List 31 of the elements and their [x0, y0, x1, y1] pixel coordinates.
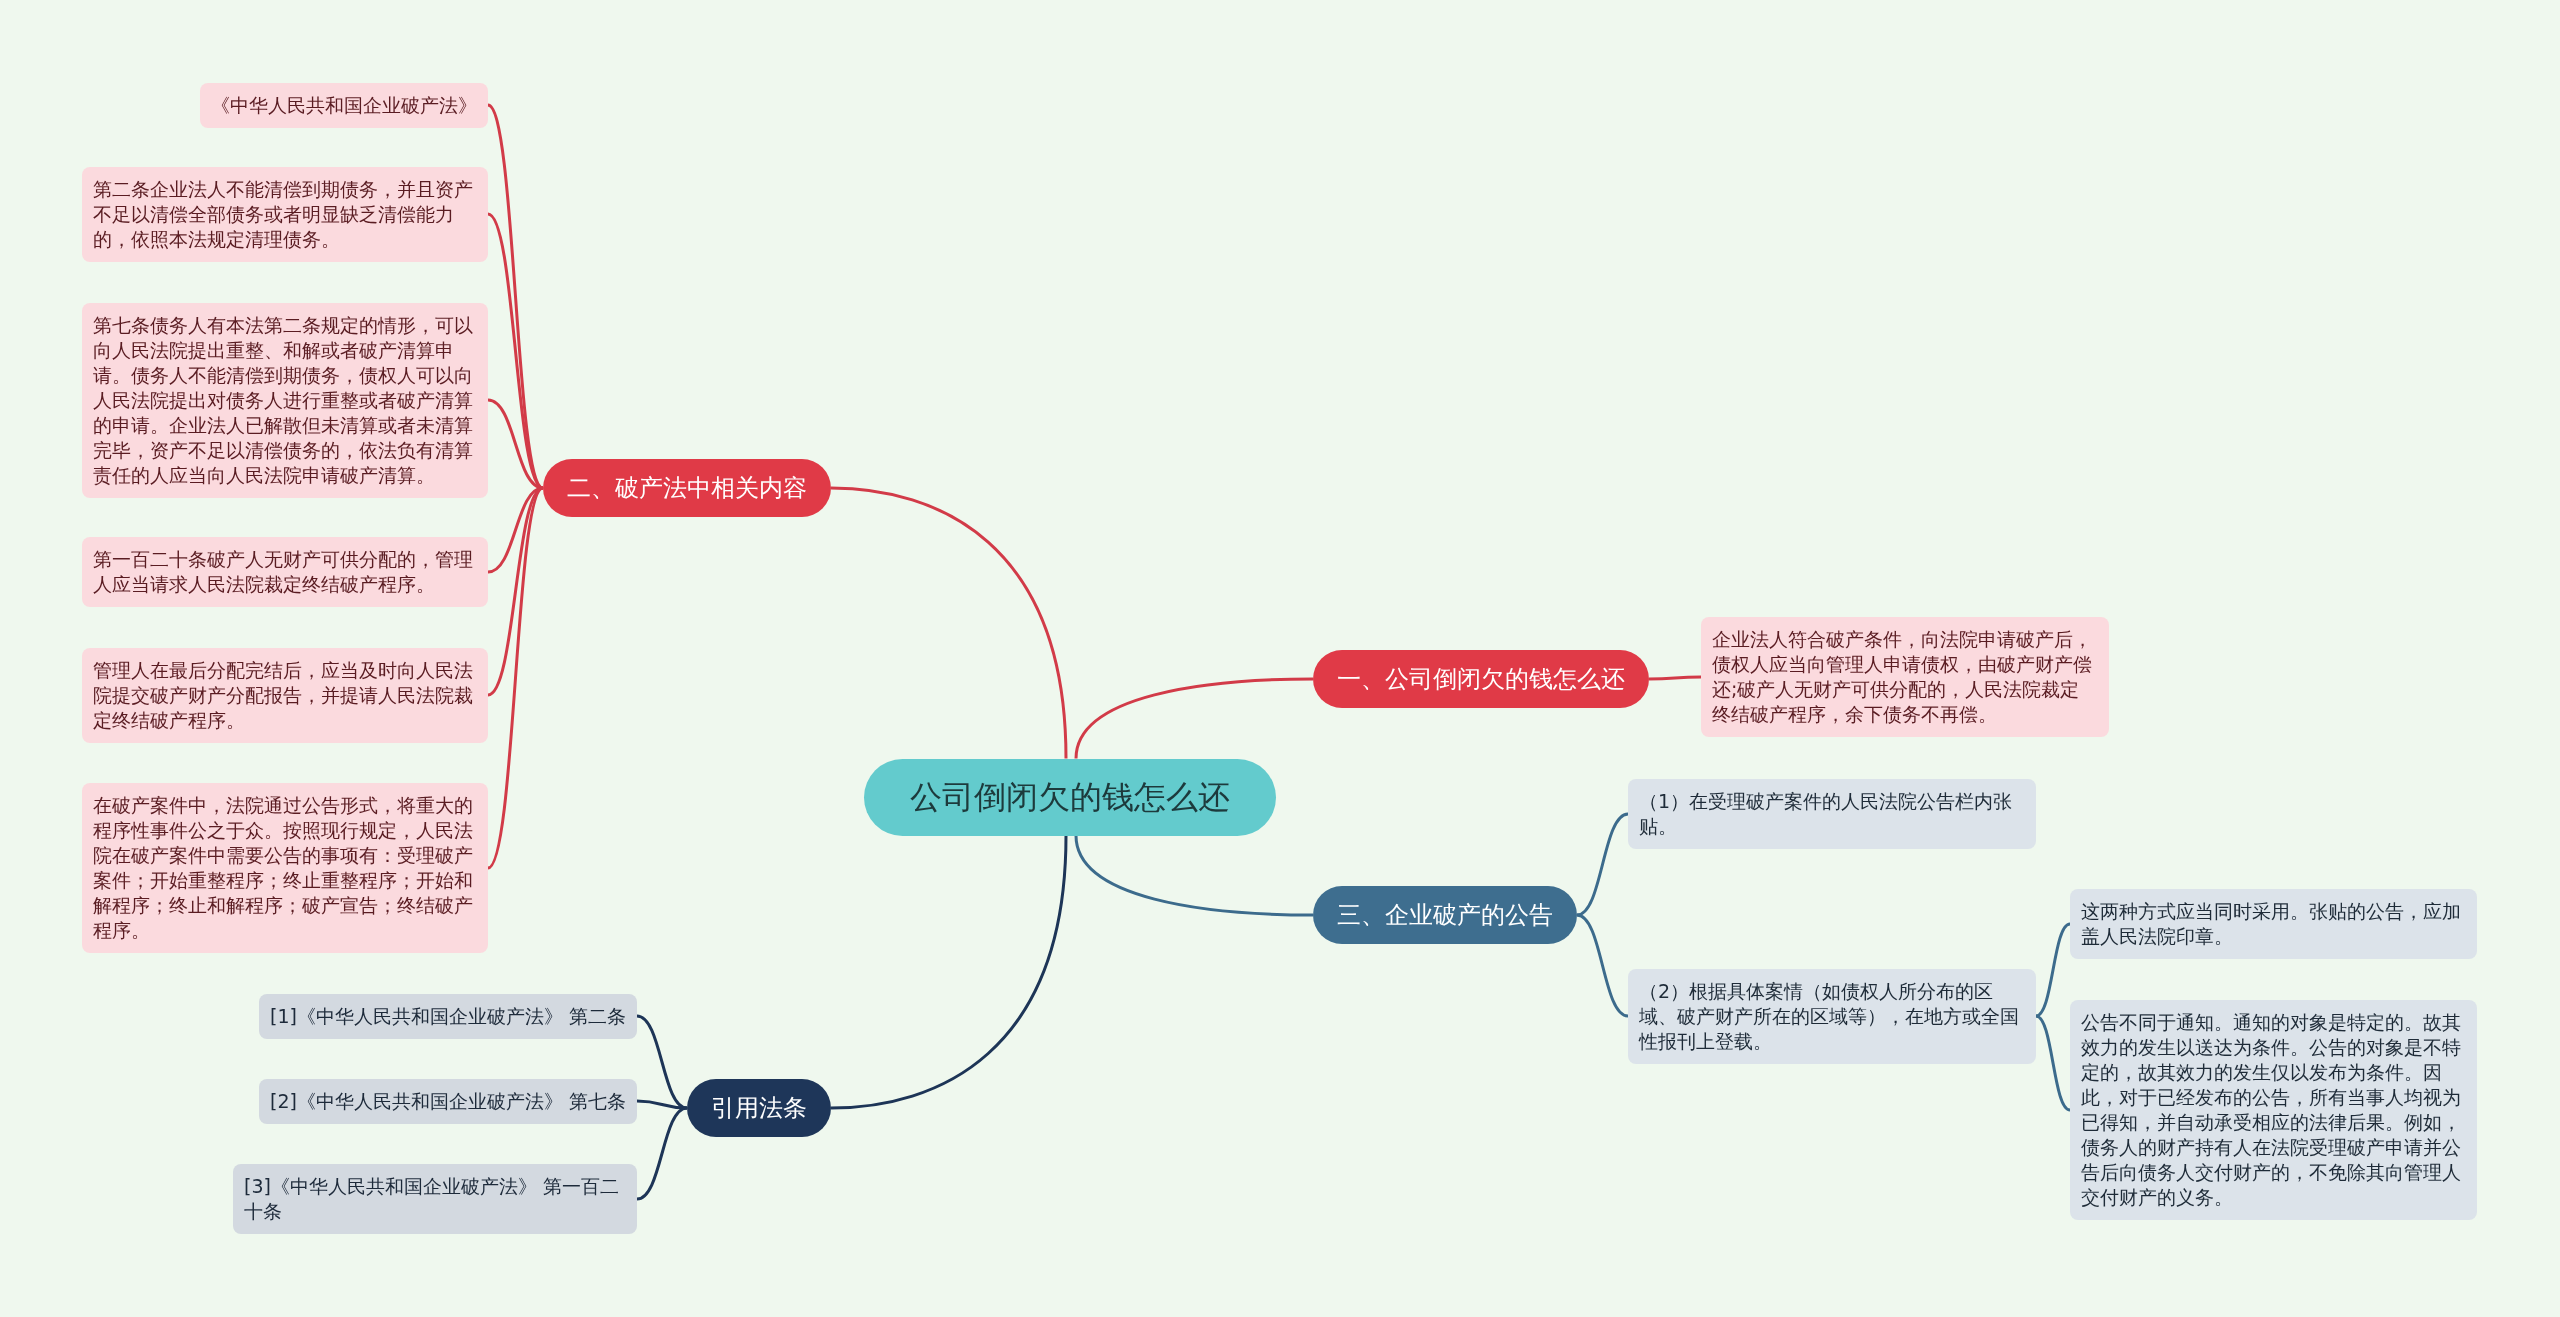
connector-line — [830, 486, 1068, 759]
note-card: 这两种方式应当同时采用。张贴的公告，应加盖人民法院印章。 — [2070, 889, 2477, 959]
citation-card: [3]《中华人民共和国企业破产法》 第一百二十条 — [233, 1164, 637, 1234]
connector-line — [636, 1099, 688, 1110]
connector-line — [2035, 922, 2071, 1018]
note-card: （2）根据具体案情（如债权人所分布的区域、破产财产所在的区域等），在地方或全国性报刊上登载。 — [1628, 968, 2036, 1064]
connector-line — [1576, 812, 1629, 917]
note-card: 第二条企业法人不能清偿到期债务，并且资产不足以清偿全部债务或者明显缺乏清偿能力的，依照本法规定清理债务。 — [82, 166, 488, 262]
branch-topic: 引用法条 — [687, 1079, 831, 1137]
note-card: （1）在受理破产案件的人民法院公告栏内张贴。 — [1628, 779, 2036, 849]
note-card: 《中华人民共和国企业破产法》 — [200, 82, 488, 128]
note-card: 第一百二十条破产人无财产可供分配的，管理人应当请求人民法院裁定终结破产程序。 — [82, 537, 488, 607]
note-card: 管理人在最后分配完结后，应当及时向人民法院提交破产财产分配报告，并提请人民法院裁定终结破产程序。 — [82, 647, 488, 743]
citation-card: [2]《中华人民共和国企业破产法》 第七条 — [259, 1078, 637, 1124]
connector-line — [636, 1106, 688, 1201]
connector-line — [486, 487, 545, 869]
branch-topic: 二、破产法中相关内容 — [543, 459, 831, 517]
note-card: 在破产案件中，法院通过公告形式，将重大的程序性事件公之于众。按照现行规定，人民法院在破产案件中需要公告的事项有：受理破产案件；开始重整程序；终止重整程序；开始和解程序；终止和解程序；破产宣告；终结破产程序。 — [82, 783, 488, 953]
central-topic: 公司倒闭欠的钱怎么还 — [864, 758, 1276, 836]
note-card: 公告不同于通知。通知的对象是特定的。故其效力的发生以送达为条件。公告的对象是不特定的，故其效力的发生仅以发布为条件。因此，对于已经发布的公告，所有当事人均视为已得知，并自动承受相应的法律后果。例如，债务人的财产持有人在法院受理破产申请并公告后向债务人交付财产的，不免除其向管理人交付财产的义务。 — [2070, 1000, 2477, 1220]
connector-line — [1576, 913, 1629, 1018]
note-card: 企业法人符合破产条件，向法院申请破产后，债权人应当向管理人申请债权，由破产财产偿还;破产人无财产可供分配的，人民法院裁定终结破产程序，余下债务不再偿。 — [1701, 617, 2109, 737]
branch-topic: 三、企业破产的公告 — [1313, 886, 1577, 944]
connector-line — [1074, 835, 1314, 917]
note-card: 第七条债务人有本法第二条规定的情形，可以向人民法院提出重整、和解或者破产清算申请。债务人不能清偿到期债务，债权人可以向人民法院提出对债务人进行重整或者破产清算的申请。企业法人已解散但未清算或者未清算完毕，资产不足以清偿债务的，依法负有清算责任的人应当向人民法院申请破产清算。 — [82, 302, 488, 498]
citation-card: [1]《中华人民共和国企业破产法》 第二条 — [259, 993, 637, 1039]
connector-line — [830, 835, 1068, 1110]
connector-line — [1649, 675, 1701, 681]
connector-line — [1074, 677, 1314, 759]
branch-topic: 一、公司倒闭欠的钱怎么还 — [1313, 650, 1649, 708]
connector-line — [2035, 1014, 2071, 1112]
